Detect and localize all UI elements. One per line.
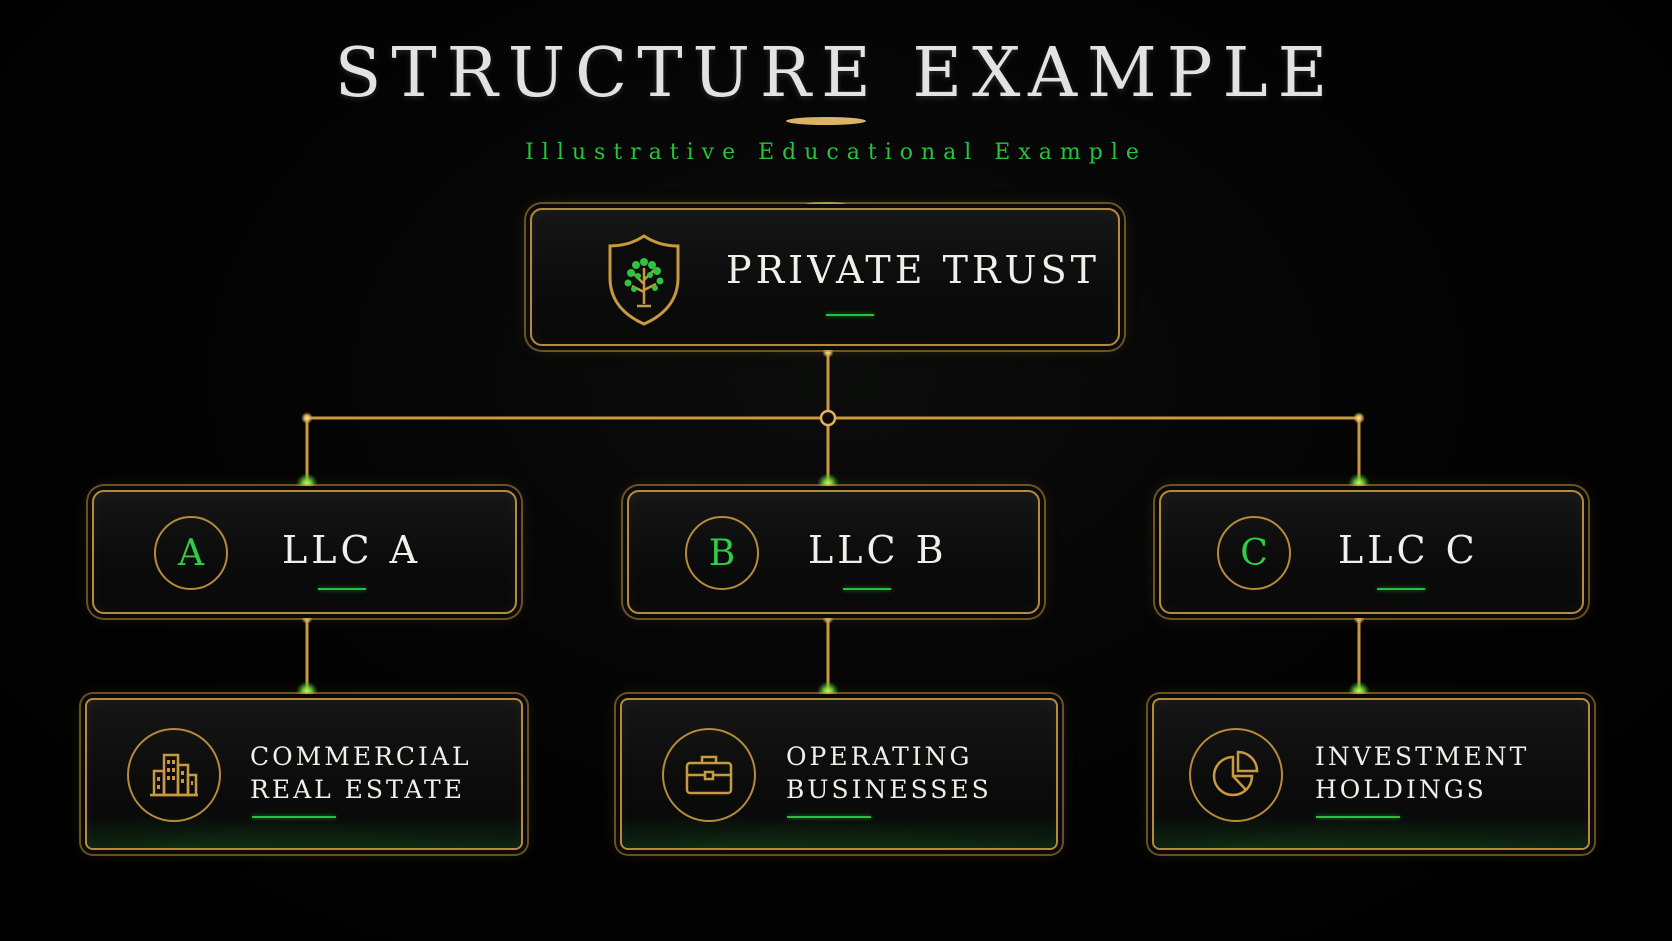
pie-chart-icon <box>1189 728 1283 822</box>
llc-b-underline <box>843 588 891 590</box>
llc-c-underline <box>1377 588 1425 590</box>
llc-b-badge: B <box>685 516 759 590</box>
private-trust-label: PRIVATE TRUST <box>726 248 1100 292</box>
investment-holdings-node: INVESTMENT HOLDINGS <box>1152 698 1590 850</box>
operating-businesses-node: OPERATING BUSINESSES <box>620 698 1058 850</box>
title-divider-glow <box>786 117 866 125</box>
llc-c-top-dot <box>1348 473 1370 495</box>
llc-a-top-dot <box>296 473 318 495</box>
page-title: STRUCTURE EXAMPLE <box>334 34 1338 113</box>
holding-b-top-dot <box>817 681 839 703</box>
investment-holdings-underline <box>1316 816 1400 818</box>
bus-left-dot <box>301 412 313 424</box>
commercial-real-estate-node: COMMERCIAL REAL ESTATE <box>85 698 523 850</box>
private-trust-node: PRIVATE TRUST <box>530 208 1120 346</box>
llc-a-bottom-dot <box>301 612 313 624</box>
llc-a-node: A LLC A <box>92 490 517 614</box>
llc-c-badge: C <box>1217 516 1291 590</box>
llc-c-label: LLC C <box>1338 528 1479 572</box>
llc-c-bottom-dot <box>1353 612 1365 624</box>
shield-tree-icon <box>604 232 684 328</box>
llc-a-label: LLC A <box>282 528 422 572</box>
holding-a-top-dot <box>296 681 318 703</box>
briefcase-icon <box>662 728 756 822</box>
buildings-icon <box>127 728 221 822</box>
bus-center-node <box>819 409 837 427</box>
llc-b-label: LLC B <box>808 528 948 572</box>
commercial-real-estate-underline <box>252 816 336 818</box>
holding-line-2: REAL ESTATE <box>250 775 465 804</box>
root-junction-dot <box>822 346 834 358</box>
private-trust-underline <box>826 314 874 316</box>
bus-right-dot <box>1353 412 1365 424</box>
llc-b-bottom-dot <box>822 612 834 624</box>
holding-line-1: OPERATING <box>786 742 973 771</box>
holding-line-1: COMMERCIAL <box>250 742 472 771</box>
llc-b-top-dot <box>817 473 839 495</box>
investment-holdings-label: INVESTMENT HOLDINGS <box>1315 740 1529 806</box>
operating-businesses-label: OPERATING BUSINESSES <box>786 740 992 806</box>
operating-businesses-underline <box>787 816 871 818</box>
holding-c-top-dot <box>1348 681 1370 703</box>
root-top-glow <box>804 202 848 208</box>
llc-a-badge: A <box>154 516 228 590</box>
commercial-real-estate-label: COMMERCIAL REAL ESTATE <box>250 740 472 806</box>
llc-b-node: B LLC B <box>627 490 1040 614</box>
holding-line-2: HOLDINGS <box>1315 775 1487 804</box>
holding-line-2: BUSINESSES <box>786 775 992 804</box>
llc-c-node: C LLC C <box>1159 490 1584 614</box>
page-subtitle: Illustrative Educational Example <box>525 140 1147 165</box>
llc-a-underline <box>318 588 366 590</box>
holding-line-1: INVESTMENT <box>1315 742 1530 771</box>
